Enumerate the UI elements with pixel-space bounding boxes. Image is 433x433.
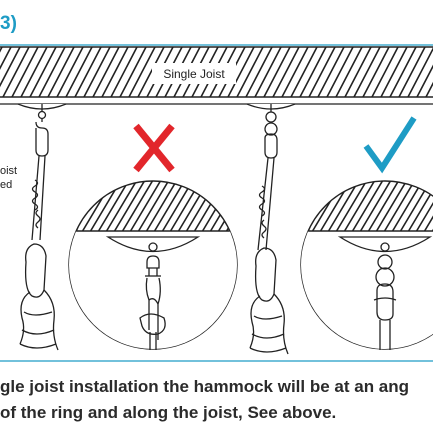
side-label-line-2: ed [0, 179, 13, 191]
caption-line-1: gle joist installation the hammock will … [0, 377, 410, 396]
check-mark-icon [363, 116, 417, 174]
joist-label: Single Joist [152, 63, 236, 84]
middle-hanging-assembly [246, 103, 296, 355]
right-detail-circle [300, 180, 433, 350]
cross-mark-icon [133, 123, 175, 173]
joist-beam [0, 46, 433, 98]
caption-line-2: of the ring and along the joist, See abo… [0, 403, 337, 422]
step-number: 3) [0, 13, 17, 34]
side-label-line-1: oist [0, 165, 18, 177]
left-hanging-assembly [17, 103, 67, 351]
